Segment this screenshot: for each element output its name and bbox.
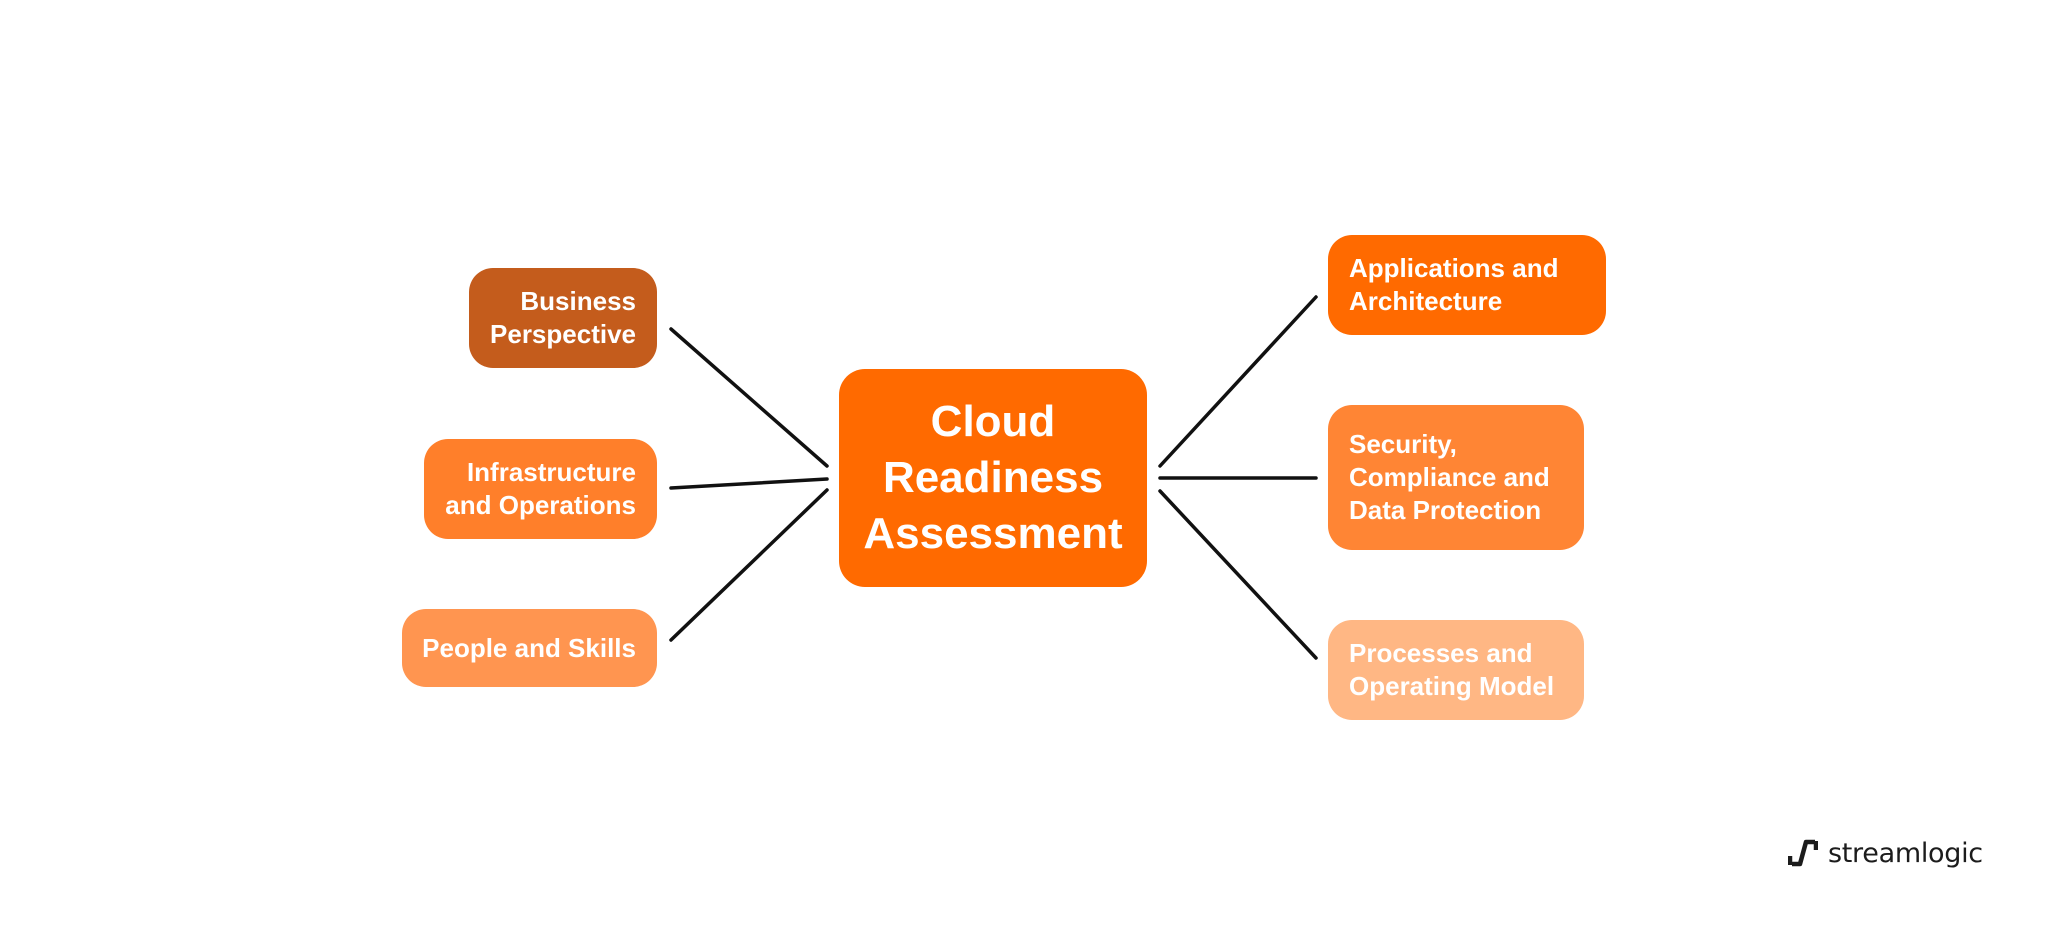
brand-logo: streamlogic [1788,833,1983,873]
connector-processes-and-operating-model [1158,489,1318,660]
node-infrastructure-and-operations: Infrastructure and Operations [424,439,657,539]
node-security-compliance-data-protection: Security, Compliance and Data Protection [1328,405,1584,550]
node-business-perspective: Business Perspective [469,268,657,368]
node-people-and-skills: People and Skills [402,609,657,687]
brand-name: streamlogic [1828,837,1983,869]
streamlogic-logo-icon [1788,839,1818,867]
connector-infrastructure-and-operations [669,477,829,490]
connector-applications-and-architecture [1158,295,1318,468]
connector-business-perspective [669,327,829,468]
node-applications-and-architecture: Applications and Architecture [1328,235,1606,335]
node-processes-and-operating-model: Processes and Operating Model [1328,620,1584,720]
connector-people-and-skills [669,488,829,642]
node-cloud-readiness-assessment: Cloud Readiness Assessment [839,369,1147,587]
